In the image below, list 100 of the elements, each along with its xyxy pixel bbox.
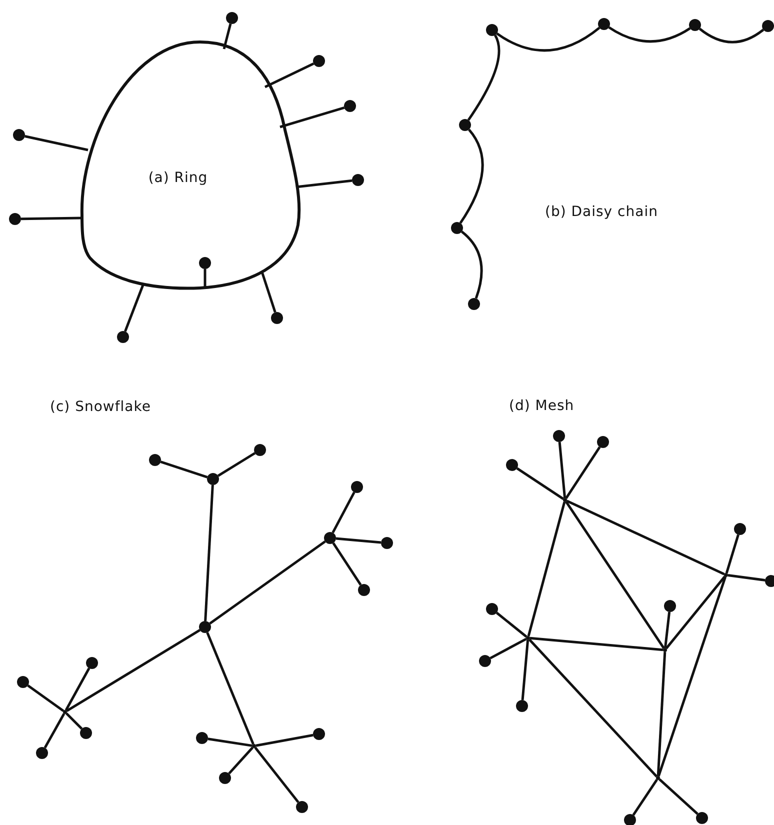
network-link bbox=[217, 452, 256, 477]
network-link bbox=[280, 106, 345, 128]
network-link bbox=[160, 460, 208, 478]
network-link bbox=[222, 24, 232, 50]
network-link bbox=[264, 62, 314, 88]
network-link bbox=[565, 500, 665, 650]
topology-caption: (c) Snowflake bbox=[50, 399, 151, 415]
network-node-dot bbox=[624, 814, 636, 825]
junction-point bbox=[656, 776, 660, 780]
network-link bbox=[64, 668, 90, 711]
network-link bbox=[44, 713, 66, 748]
network-link bbox=[24, 135, 88, 152]
network-node-dot bbox=[516, 700, 528, 712]
network-link bbox=[698, 28, 764, 44]
network-link bbox=[208, 738, 252, 747]
network-node-dot bbox=[664, 600, 676, 612]
junction-point bbox=[63, 710, 67, 714]
network-link bbox=[209, 540, 326, 625]
network-link bbox=[528, 638, 658, 778]
network-link bbox=[66, 629, 201, 712]
network-node-dot bbox=[352, 174, 364, 186]
network-node-dot bbox=[358, 584, 370, 596]
network-node-dot bbox=[486, 24, 498, 36]
network-node-dot bbox=[351, 481, 363, 493]
network-node-dot bbox=[468, 298, 480, 310]
network-node-dot bbox=[254, 444, 266, 456]
network-node-dot bbox=[9, 213, 21, 225]
network-link bbox=[566, 500, 725, 576]
network-link bbox=[467, 34, 500, 121]
network-node-dot bbox=[344, 100, 356, 112]
network-link bbox=[256, 734, 314, 747]
network-node-dot bbox=[734, 523, 746, 535]
network-node-dot bbox=[271, 312, 283, 324]
network-link bbox=[228, 746, 254, 774]
network-node-dot bbox=[486, 603, 498, 615]
network-node-dot bbox=[506, 459, 518, 471]
network-link bbox=[460, 230, 483, 299]
network-link bbox=[332, 492, 356, 534]
network-node-dot bbox=[13, 129, 25, 141]
network-node-dot bbox=[207, 473, 219, 485]
network-node-dot bbox=[149, 454, 161, 466]
network-node-dot bbox=[313, 728, 325, 740]
network-node-dot bbox=[553, 430, 565, 442]
network-link bbox=[459, 128, 484, 224]
network-link bbox=[206, 632, 254, 745]
network-link bbox=[204, 484, 214, 622]
network-link bbox=[530, 636, 664, 652]
network-link bbox=[332, 542, 362, 586]
network-link bbox=[20, 216, 82, 220]
junction-point bbox=[724, 573, 728, 577]
network-node-dot bbox=[598, 18, 610, 30]
network-link bbox=[336, 537, 382, 544]
network-node-dot bbox=[196, 732, 208, 744]
network-node-dot bbox=[199, 257, 211, 269]
network-node-dot bbox=[17, 676, 29, 688]
network-link bbox=[608, 26, 691, 43]
network-link bbox=[558, 442, 566, 498]
network-link bbox=[496, 26, 600, 52]
junction-point bbox=[663, 648, 667, 652]
network-link bbox=[725, 534, 740, 574]
junction-point bbox=[563, 498, 567, 502]
network-link bbox=[296, 179, 352, 188]
network-link bbox=[521, 640, 530, 700]
network-node-dot bbox=[324, 532, 336, 544]
network-link bbox=[496, 612, 528, 638]
ring-label: (a) Ring bbox=[148, 170, 208, 186]
network-link bbox=[632, 778, 658, 816]
network-link bbox=[658, 778, 698, 815]
network-node-dot bbox=[117, 331, 129, 343]
network-node-dot bbox=[296, 801, 308, 813]
network-node-dot bbox=[226, 12, 238, 24]
network-link bbox=[260, 272, 276, 313]
network-node-dot bbox=[199, 621, 211, 633]
network-node-dot bbox=[219, 772, 231, 784]
network-node-dot bbox=[36, 747, 48, 759]
network-node-dot bbox=[597, 436, 609, 448]
network-link bbox=[66, 712, 83, 730]
network-node-dot bbox=[689, 19, 701, 31]
network-link bbox=[516, 467, 564, 500]
topology-caption: (d) Mesh bbox=[509, 398, 574, 414]
network-node-dot bbox=[381, 537, 393, 549]
network-node-dot bbox=[313, 55, 325, 67]
network-node-dot bbox=[451, 222, 463, 234]
network-node-dot bbox=[762, 20, 774, 32]
network-link bbox=[490, 638, 527, 660]
network-node-dot bbox=[80, 727, 92, 739]
network-node-dot bbox=[479, 655, 491, 667]
network-link bbox=[124, 284, 144, 332]
network-link bbox=[27, 684, 64, 712]
topology-caption: (b) Daisy chain bbox=[545, 204, 658, 220]
network-node-dot bbox=[459, 119, 471, 131]
network-link bbox=[665, 576, 726, 650]
network-link bbox=[656, 652, 666, 776]
network-link bbox=[664, 612, 671, 648]
junction-point bbox=[252, 744, 256, 748]
network-node-dot bbox=[86, 657, 98, 669]
network-node-dot bbox=[696, 812, 708, 824]
network-node-dot bbox=[765, 575, 774, 587]
network-link bbox=[527, 502, 566, 636]
network-link bbox=[565, 446, 601, 500]
